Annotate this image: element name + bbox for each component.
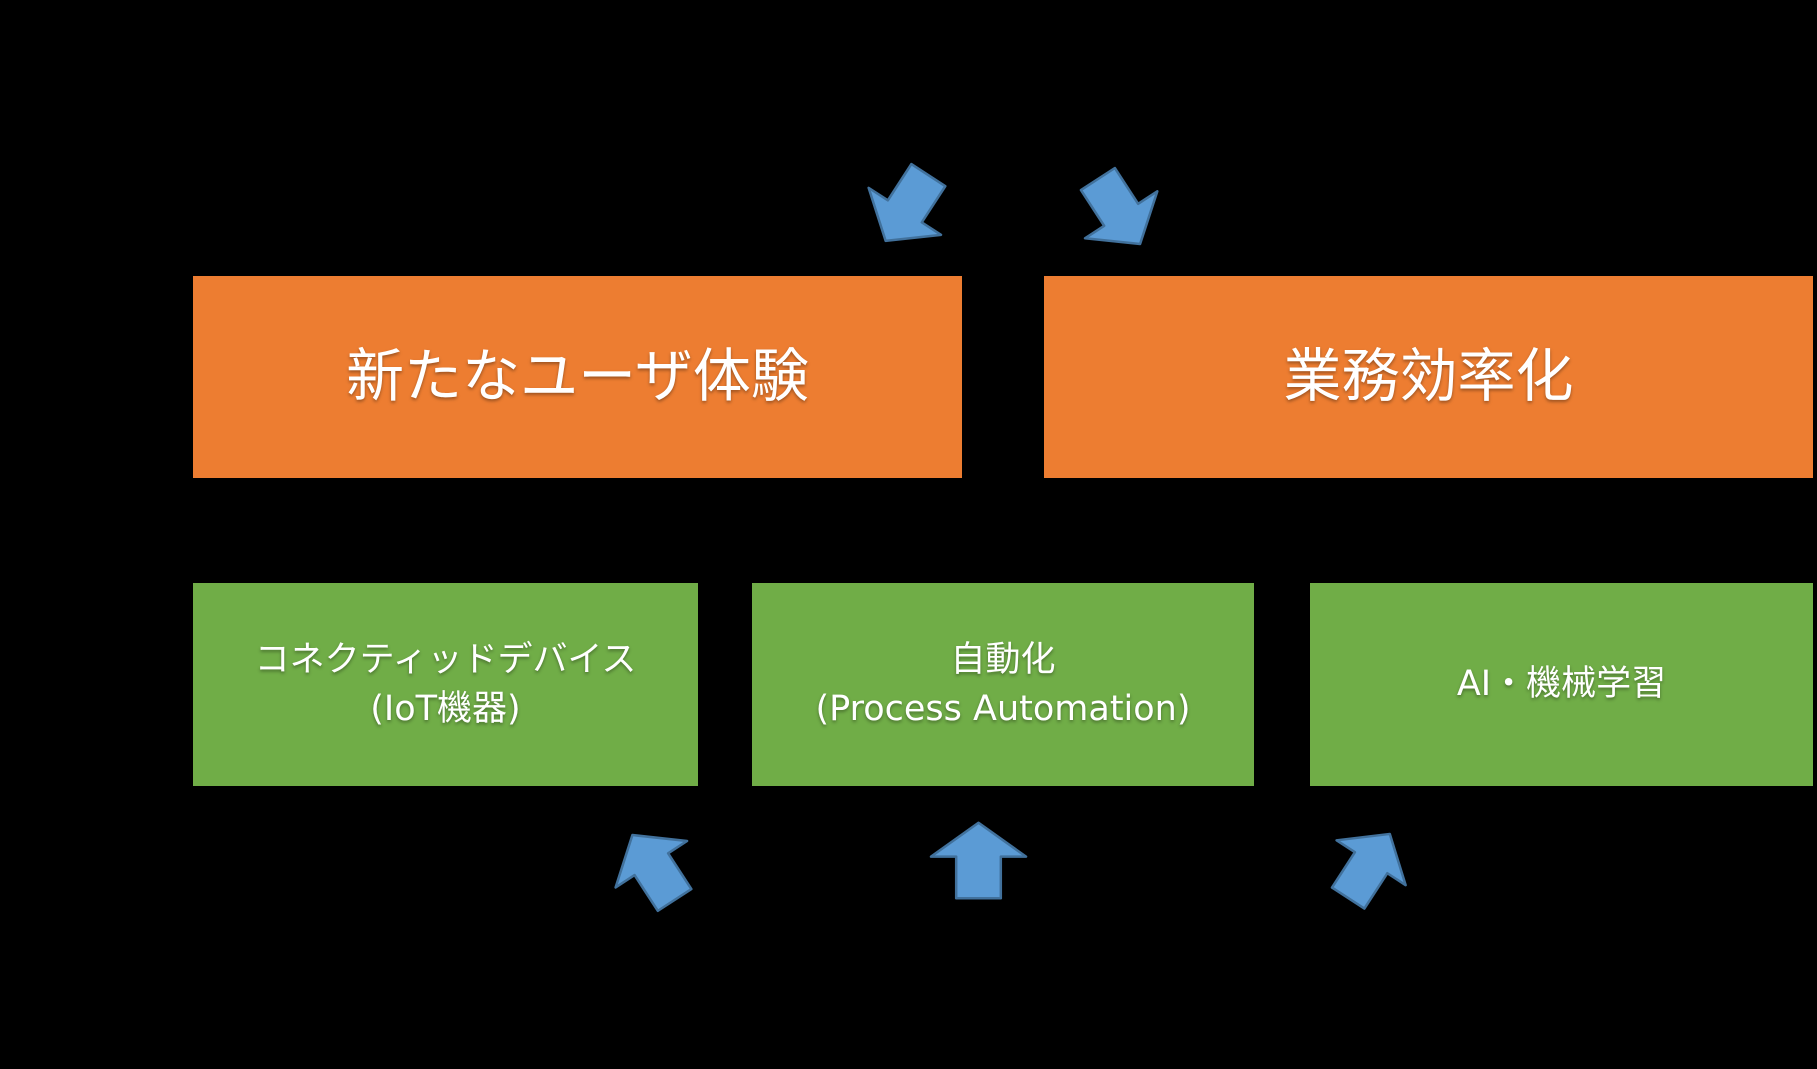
- box-connected-devices-label-line1: コネクティッドデバイス: [254, 640, 637, 681]
- box-connected-devices-label-line2: (IoT機器): [370, 688, 521, 729]
- arrow-up-left-icon: [596, 811, 712, 925]
- box-automation-label-line1: 自動化: [950, 640, 1056, 681]
- box-new-user-experience-label: 新たなユーザ体験: [346, 342, 809, 411]
- arrow-down-right-icon: [1061, 154, 1178, 268]
- box-ai-machine-learning: AI・機械学習: [1310, 583, 1813, 786]
- box-new-user-experience: 新たなユーザ体験: [193, 276, 962, 478]
- box-business-efficiency-label: 業務効率化: [1283, 342, 1574, 411]
- box-ai-machine-learning-label: AI・機械学習: [1456, 664, 1667, 705]
- arrow-up-right-icon: [1313, 810, 1426, 921]
- box-connected-devices: コネクティッドデバイス (IoT機器): [193, 583, 698, 786]
- box-business-efficiency: 業務効率化: [1044, 276, 1813, 478]
- box-automation: 自動化 (Process Automation): [752, 583, 1254, 786]
- arrow-up-icon: [930, 822, 1027, 899]
- arrow-down-left-icon: [848, 150, 965, 265]
- box-automation-label-line2: (Process Automation): [815, 688, 1191, 729]
